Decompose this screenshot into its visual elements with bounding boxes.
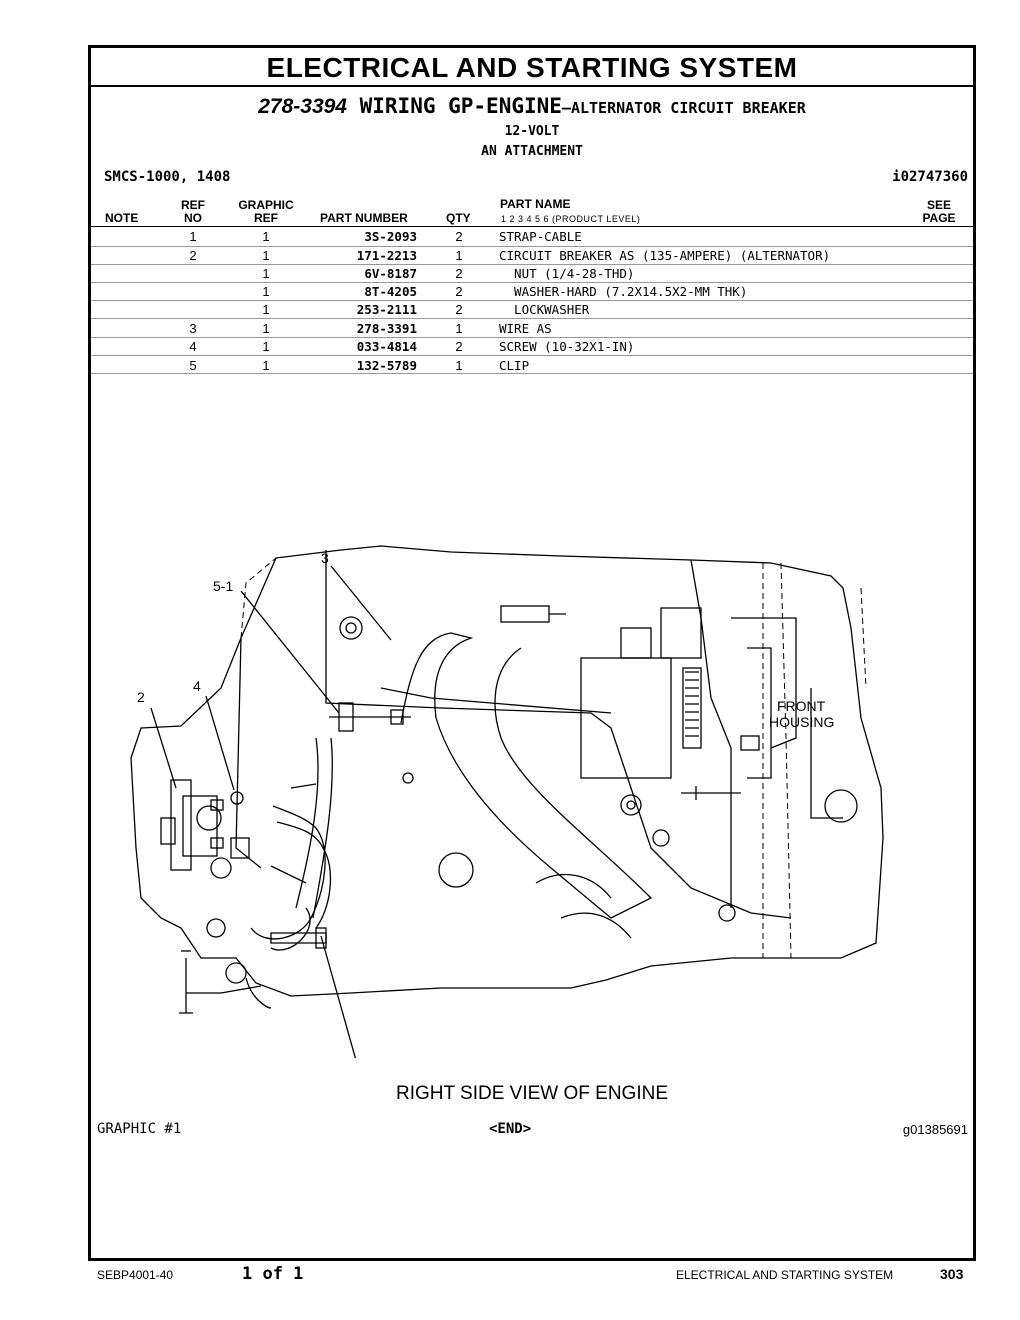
page-frame: ELECTRICAL AND STARTING SYSTEM 278-3394 …: [88, 45, 976, 1261]
smcs-code: SMCS-1000, 1408: [104, 169, 231, 185]
product-level: 1 2 3 4 5 6 (PRODUCT LEVEL): [501, 214, 641, 224]
header-rule: [91, 226, 973, 227]
graphic-label: GRAPHIC #1: [97, 1121, 182, 1137]
row-divider: [91, 282, 973, 283]
callout-5-1: 5-1: [213, 578, 233, 594]
footer-page-of: 1 of 1: [242, 1264, 304, 1284]
group-name: WIRING GP-ENGINE: [346, 94, 562, 118]
row-divider: [91, 373, 973, 374]
footer-doc-number: SEBP4001-40: [97, 1268, 174, 1282]
row-divider: [91, 300, 973, 301]
group-suffix: —ALTERNATOR CIRCUIT BREAKER: [561, 99, 806, 117]
callout-3: 3: [321, 550, 329, 566]
col-qty: QTY: [446, 211, 471, 225]
group-number: 278-3394: [258, 95, 347, 118]
row-divider: [91, 337, 973, 338]
col-part-name: PART NAME: [500, 197, 571, 211]
front-housing-label-2: HOUSING: [769, 714, 834, 730]
voltage-label: 12-VOLT: [504, 124, 560, 139]
drawing-caption: RIGHT SIDE VIEW OF ENGINE: [395, 1083, 668, 1104]
footer-section: ELECTRICAL AND STARTING SYSTEM: [676, 1268, 894, 1282]
attachment-label: AN ATTACHMENT: [481, 144, 583, 159]
group-title: 278-3394 WIRING GP-ENGINE—ALTERNATOR CIR…: [91, 94, 973, 119]
document-id: i02747360: [892, 169, 968, 185]
row-divider: [91, 355, 973, 356]
page-title: ELECTRICAL AND STARTING SYSTEM: [91, 48, 973, 87]
callout-2: 2: [137, 689, 145, 705]
front-housing-label: FRONT: [777, 698, 826, 714]
col-part-number: PART NUMBER: [320, 211, 408, 225]
col-note: NOTE: [105, 211, 139, 225]
callout-leaders: [150, 565, 392, 1058]
graphic-id: g01385691: [902, 1122, 968, 1137]
row-divider: [91, 318, 973, 319]
row-divider: [91, 246, 973, 247]
row-divider: [91, 264, 973, 265]
engine-illustration: 3 5-1 2 4 1 FRONT HOUSING: [130, 545, 884, 1058]
footer-page-number: 303: [940, 1266, 964, 1282]
end-marker: <END>: [489, 1121, 532, 1137]
callout-4: 4: [193, 678, 201, 694]
